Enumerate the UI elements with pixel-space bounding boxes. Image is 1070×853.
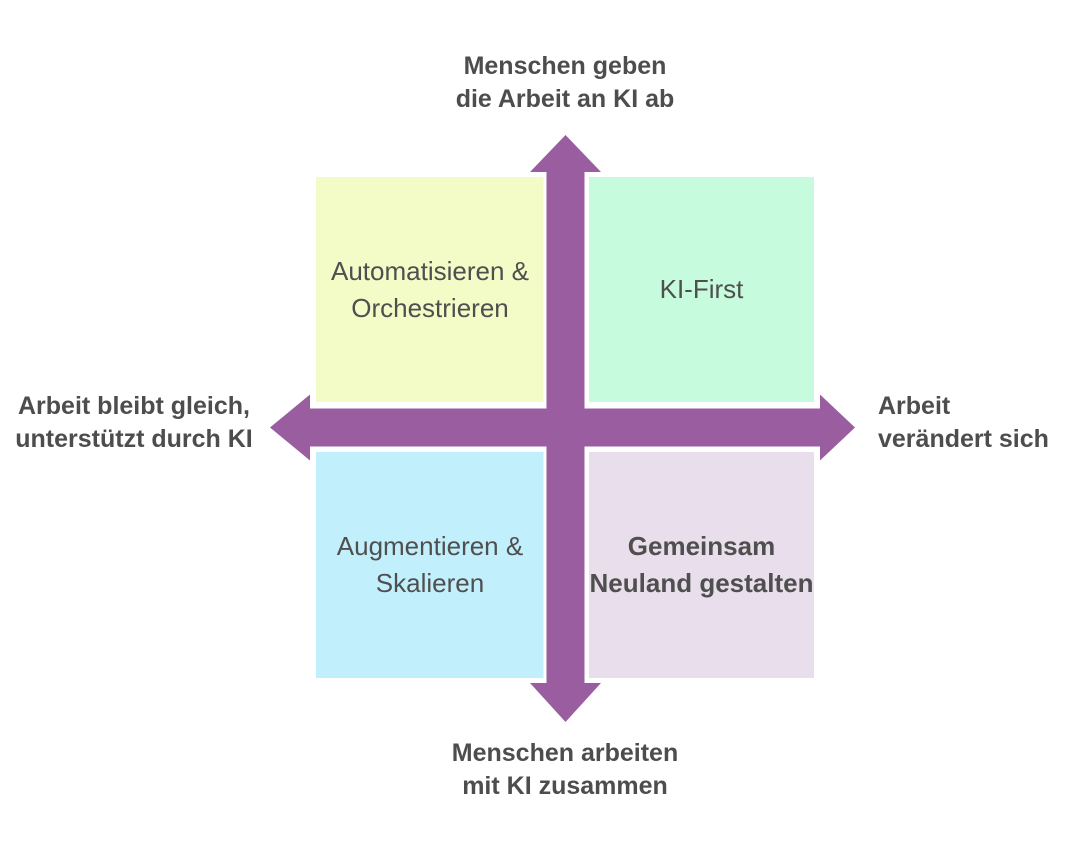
quadrant-br-label: Gemeinsam Neuland gestalten — [589, 531, 814, 598]
quadrant-automatisieren-orchestrieren: Automatisieren & Orchestrieren — [316, 177, 544, 402]
horizontal-arrow-outline — [265, 387, 860, 468]
quadrant-tr-label: KI-First — [659, 274, 744, 304]
axis-label-right: Arbeit verändert sich — [878, 390, 1068, 456]
axis-label-left: Arbeit bleibt gleich, unterstützt durch … — [6, 390, 262, 456]
quadrant-ki-first: KI-First — [589, 177, 814, 402]
horizontal-arrow — [270, 394, 855, 461]
axis-label-top: Menschen geben die Arbeit an KI ab — [316, 50, 814, 116]
axis-label-top-line1: Menschen geben — [463, 52, 667, 80]
axis-label-left-line2: unterstützt durch KI — [15, 425, 253, 453]
axis-label-left-line1: Arbeit bleibt gleich, — [18, 392, 250, 420]
quadrant-tl-label: Automatisieren & Orchestrieren — [331, 255, 529, 323]
axis-label-top-line2: die Arbeit an KI ab — [455, 85, 675, 113]
axis-label-bottom: Menschen arbeiten mit KI zusammen — [316, 737, 814, 803]
quadrant-gemeinsam-neuland: Gemeinsam Neuland gestalten — [589, 452, 814, 678]
axis-label-right-line2: verändert sich — [878, 425, 1049, 453]
axis-label-bottom-line2: mit KI zusammen — [462, 772, 668, 800]
quadrant-bl-label: Augmentieren & Skalieren — [336, 531, 524, 598]
axis-label-bottom-line1: Menschen arbeiten — [451, 739, 679, 767]
axis-label-right-line1: Arbeit — [878, 392, 951, 420]
quadrant-augmentieren-skalieren: Augmentieren & Skalieren — [316, 452, 544, 678]
